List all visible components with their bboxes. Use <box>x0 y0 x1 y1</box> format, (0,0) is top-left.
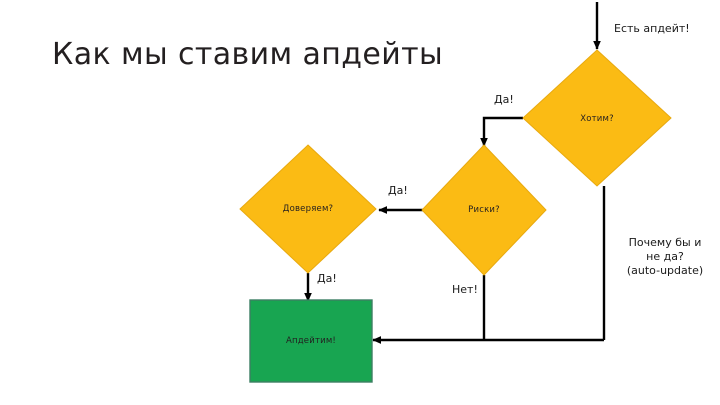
node-want-diamond[interactable] <box>522 49 672 187</box>
edge-label-risks-yes: Да! <box>388 184 408 197</box>
page-title: Как мы ставим апдейты <box>52 37 444 72</box>
edge-label-has-update: Есть апдейт! <box>614 22 690 35</box>
node-risks-label: Риски? <box>468 205 500 215</box>
auto-update-line-2: не да? <box>646 250 684 263</box>
edge-label-auto-update: Почему бы и не да? (auto-update) <box>627 236 703 278</box>
edge-want-yes-to-risks <box>480 116 523 147</box>
node-update-label: Апдейтим! <box>285 336 337 346</box>
node-want-label: Хотим? <box>580 114 614 124</box>
edge-label-want-yes: Да! <box>494 93 514 106</box>
node-update-rect[interactable] <box>249 299 373 383</box>
edge-label-risks-no: Нет! <box>452 283 478 296</box>
auto-update-line-3: (auto-update) <box>626 264 704 277</box>
node-risks-diamond[interactable] <box>421 144 547 276</box>
node-trust-diamond[interactable] <box>239 144 377 274</box>
node-trust-label: Доверяем? <box>282 204 334 214</box>
auto-update-line-1: Почему бы и <box>628 236 702 249</box>
edge-label-trust-yes: Да! <box>317 272 337 285</box>
